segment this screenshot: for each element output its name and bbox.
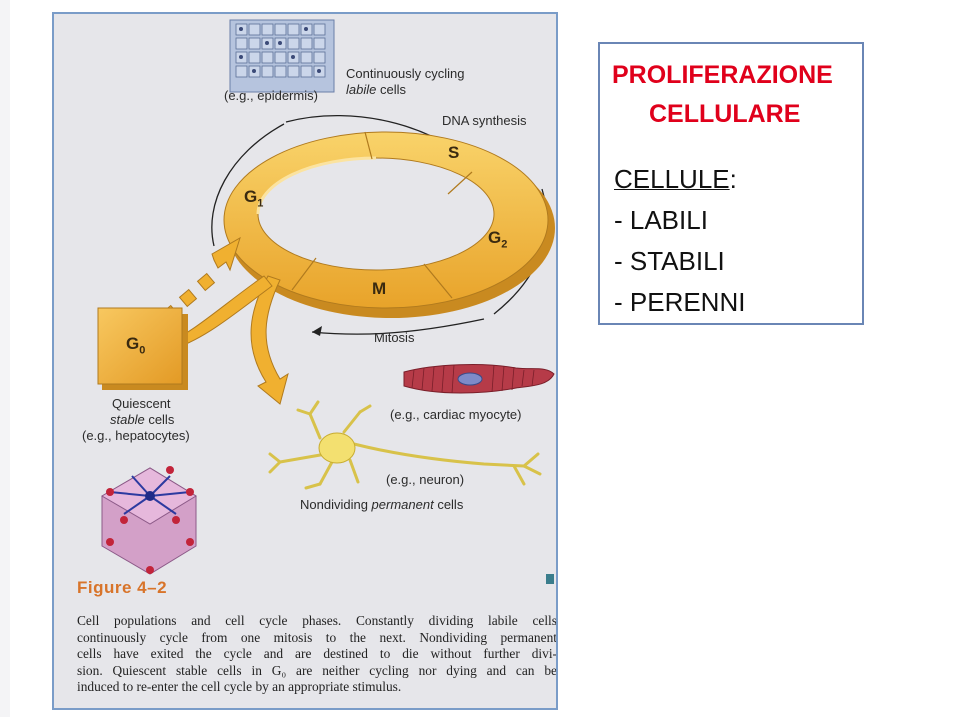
g0-box xyxy=(97,307,188,390)
cell-type-item: - PERENNI xyxy=(614,287,746,317)
hepatocyte-lobule-illustration xyxy=(101,466,197,575)
cell-type-item: - LABILI xyxy=(614,205,708,235)
permanent-cells-word: cells xyxy=(433,497,464,512)
g0-subscript: 0 xyxy=(139,344,146,357)
cell-types-heading-word: CELLULE xyxy=(614,164,730,194)
mitosis-arrowhead xyxy=(312,326,322,336)
neuron-illustration xyxy=(268,400,542,490)
slide-text-box: PROLIFERAZIONE CELLULARE CELLULE: - LABI… xyxy=(598,42,864,325)
cell-cycle-ring xyxy=(223,131,555,318)
stable-cells-word: cells xyxy=(144,412,175,427)
phase-g2-label: G2 xyxy=(488,228,507,250)
cell-types-heading: CELLULE: xyxy=(614,164,737,194)
g0-letter: G xyxy=(126,334,140,353)
phase-m-label: M xyxy=(372,279,387,298)
g2-subscript: 2 xyxy=(501,238,508,251)
nondividing-label: Nondividing permanent cells xyxy=(300,497,463,512)
dna-synthesis-label: DNA synthesis xyxy=(442,113,527,128)
exit-to-permanent-arrow xyxy=(250,275,289,405)
g1-subscript: 1 xyxy=(257,197,264,210)
caption-line: induced to re-enter the cell cycle by an… xyxy=(77,679,402,695)
labile-label-line1: Continuously cycling xyxy=(346,66,465,81)
phase-g1-label: G1 xyxy=(244,187,263,209)
figure-caption: Cell populations and cell cycle phases. … xyxy=(77,613,557,696)
g1-arrow xyxy=(211,123,285,247)
slide-title-line2: CELLULARE xyxy=(649,100,801,128)
caption-line: continuously cycle from one mitosis to t… xyxy=(77,629,557,645)
labile-word: labile xyxy=(346,82,377,97)
figure-corner-marker xyxy=(546,574,554,584)
permanent-word: permanent xyxy=(371,497,434,512)
quiescent-label-line1: Quiescent xyxy=(112,396,171,411)
cell-cycle-diagram xyxy=(97,19,555,575)
cell-cycle-figure: (e.g., epidermis) Continuously cycling l… xyxy=(52,12,558,710)
quiescent-label-line3: (e.g., hepatocytes) xyxy=(82,428,190,443)
labile-cells-word: cells xyxy=(376,82,406,97)
cell-types-heading-colon: : xyxy=(729,164,737,194)
mitosis-arrow xyxy=(311,318,485,335)
figure-number-label: Figure 4–2 xyxy=(77,578,168,597)
neuron-label: (e.g., neuron) xyxy=(386,472,465,487)
caption-line: cells have exited the cycle and are dest… xyxy=(77,646,557,662)
caption-line: sion. Quiescent stable cells in G₀ are n… xyxy=(77,662,557,678)
neuron-soma xyxy=(318,432,356,464)
nondividing-word: Nondividing xyxy=(300,497,372,512)
left-margin-strip xyxy=(0,0,10,717)
epidermis-label: (e.g., epidermis) xyxy=(224,88,318,103)
phase-g0-label: G0 xyxy=(126,334,145,356)
epidermis-tissue-illustration xyxy=(229,19,335,93)
g1-letter: G xyxy=(244,187,258,206)
labile-label-line2: labile cells xyxy=(346,82,406,97)
cell-type-item: - STABILI xyxy=(614,246,725,276)
stable-word: stable xyxy=(110,412,145,427)
quiescent-label-line2: stable cells xyxy=(110,412,174,427)
g2-letter: G xyxy=(488,228,502,247)
mitosis-label: Mitosis xyxy=(374,330,415,345)
cardiac-myocyte-label: (e.g., cardiac myocyte) xyxy=(390,407,522,422)
slide-title-line1: PROLIFERAZIONE xyxy=(612,61,833,89)
cardiac-myocyte-illustration xyxy=(403,364,555,394)
phase-s-label: S xyxy=(448,143,460,162)
caption-line: Cell populations and cell cycle phases. … xyxy=(77,613,557,628)
